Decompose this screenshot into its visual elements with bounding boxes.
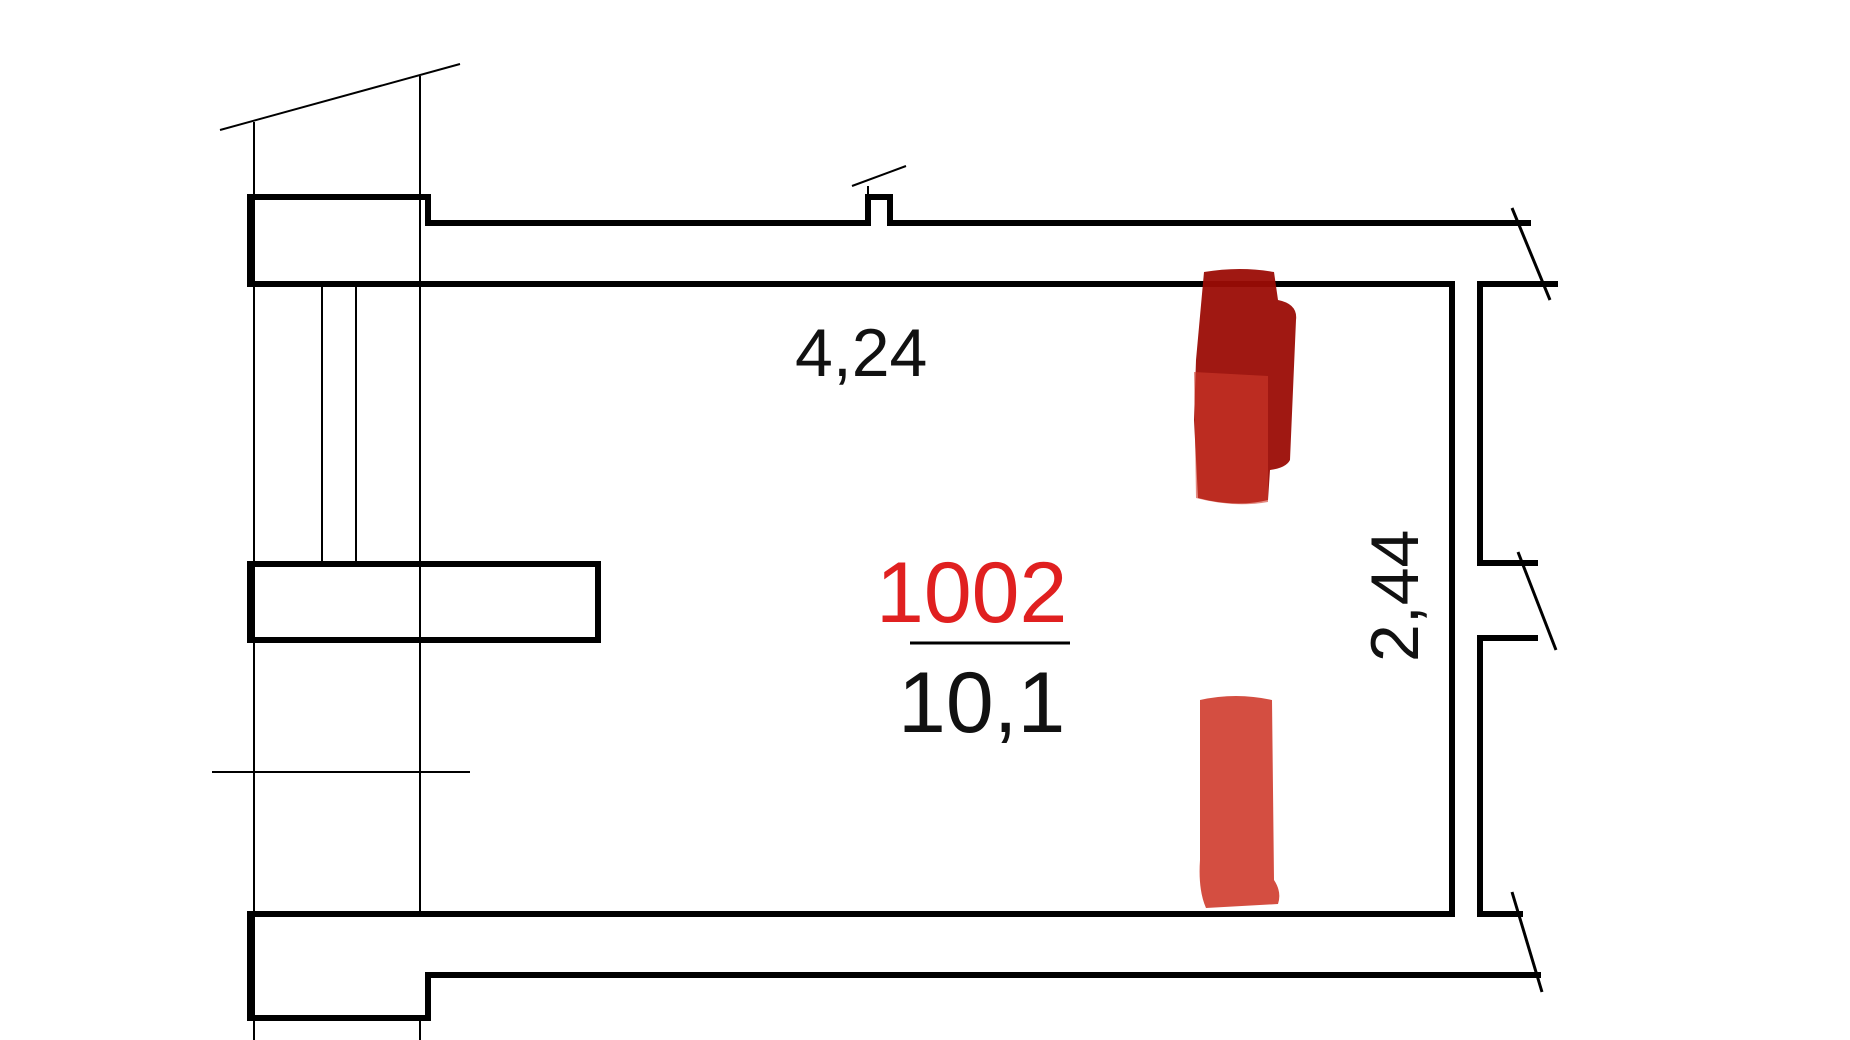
wall-bottom-outer	[247, 911, 1541, 1021]
break-mark-top	[1510, 207, 1552, 301]
break-marks	[1510, 207, 1558, 993]
radiator-upper-fade	[1194, 372, 1268, 505]
balcony-lines	[212, 63, 907, 1040]
break-mark-bottom	[1510, 891, 1544, 993]
wall-top-outer	[247, 194, 1531, 287]
room-number: 1002	[876, 545, 1067, 641]
wall-right-outer	[1477, 281, 1558, 566]
room-length-label: 4,24	[795, 315, 927, 391]
break-mark-middle	[1516, 551, 1558, 651]
radiators	[1194, 269, 1297, 908]
room-width-label: 2,44	[1357, 530, 1433, 662]
room-area: 10,1	[898, 655, 1065, 751]
wall-top-inner	[247, 281, 1455, 917]
wall-right-outer-lower	[1477, 635, 1538, 917]
radiator-lower	[1199, 696, 1280, 908]
wall-stub-left	[247, 561, 601, 643]
room-walls	[247, 194, 1558, 1021]
